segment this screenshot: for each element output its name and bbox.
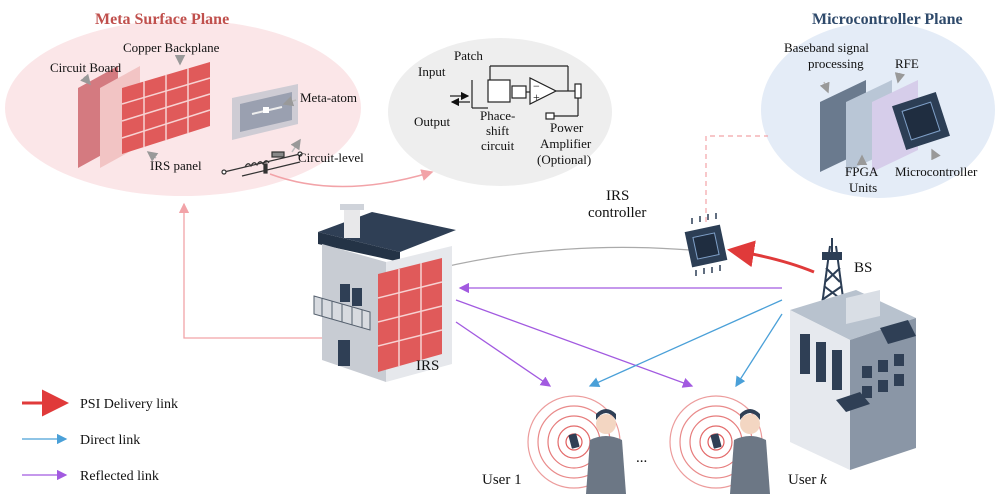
legend-reflected: Reflected link: [22, 469, 159, 484]
micro-plane-title: Microcontroller Plane: [812, 11, 963, 28]
amplifier-label-2: Amplifier: [540, 136, 592, 151]
meta-to-circuit-arrow: [269, 169, 434, 188]
phase-shift-label-1: Phace-: [480, 108, 515, 123]
fpga-label-1: FPGA: [845, 164, 879, 179]
meta-atom-label: Meta-atom: [300, 90, 357, 105]
circuit-level-schematic: [221, 151, 303, 177]
users-ellipsis: ...: [636, 450, 647, 466]
controller-to-micro-link: [705, 135, 768, 222]
base-station: BS: [790, 238, 916, 470]
circuit-detail: − + Patch Input Output Phace- shift circ…: [388, 38, 612, 186]
bs-label: BS: [854, 260, 872, 276]
irs-building: IRS: [313, 204, 456, 382]
phase-shift-label-3: circuit: [481, 138, 515, 153]
irs-controller-chip: IRS controller: [588, 188, 728, 276]
legend-reflected-label: Reflected link: [80, 469, 159, 484]
irs-controller-label-2: controller: [588, 205, 646, 221]
irs-panel-label: IRS panel: [150, 158, 202, 173]
irs-control-line: [439, 246, 691, 269]
copper-backplane-label: Copper Backplane: [123, 40, 220, 55]
irs-panel-grid: [121, 62, 211, 154]
amplifier-label-3: (Optional): [537, 152, 591, 167]
meta-atom: [232, 84, 298, 140]
meta-plane-title: Meta Surface Plane: [95, 11, 229, 28]
circuit-board-label: Circuit Board: [50, 60, 122, 75]
irs-front-grid: [378, 258, 442, 372]
userk-label-k: k: [820, 472, 827, 488]
patch-label: Patch: [454, 48, 483, 63]
microcontroller-label: Microcontroller: [895, 164, 978, 179]
meta-surface-plane: Meta Surface Plane: [5, 11, 364, 196]
input-label: Input: [418, 64, 446, 79]
psi-delivery-link: [727, 240, 815, 274]
user1-label: User 1: [482, 472, 522, 488]
userk-label-prefix: User: [788, 472, 820, 488]
legend-direct-label: Direct link: [80, 433, 140, 448]
reflected-link-irs-userk: [455, 299, 694, 388]
rfe-label: RFE: [895, 56, 919, 71]
user-1: User 1: [482, 395, 626, 494]
legend-direct: Direct link: [22, 433, 140, 448]
user-k: User k: [669, 395, 827, 494]
microcontroller-chip: [892, 92, 950, 150]
circuit-level-label: Circuit-level: [298, 150, 364, 165]
baseband-label-1: Baseband signal: [784, 40, 869, 55]
svg-text:+: +: [533, 90, 540, 104]
direct-link-bs-user1: [588, 299, 783, 388]
reflected-link-irs-user1: [455, 321, 552, 387]
microcontroller-plane: Microcontroller Plane Baseband signal pr…: [761, 11, 995, 198]
legend-psi-label: PSI Delivery link: [80, 397, 178, 412]
amplifier-label-1: Power: [550, 120, 584, 135]
fpga-label-2: Units: [849, 180, 877, 195]
userk-label: User k: [788, 472, 827, 488]
irs-label: IRS: [416, 358, 439, 374]
svg-text:−: −: [533, 79, 540, 93]
irs-controller-label-1: IRS: [606, 188, 629, 204]
direct-link-bs-userk: [735, 313, 783, 388]
baseband-label-2: processing: [808, 56, 864, 71]
irs-to-meta-link: [178, 202, 384, 339]
circuit-background: [388, 38, 612, 186]
legend-psi: PSI Delivery link: [22, 389, 178, 417]
legend: PSI Delivery link Direct link Reflected …: [22, 389, 178, 484]
output-label: Output: [414, 114, 451, 129]
phase-shift-label-2: shift: [486, 123, 510, 138]
